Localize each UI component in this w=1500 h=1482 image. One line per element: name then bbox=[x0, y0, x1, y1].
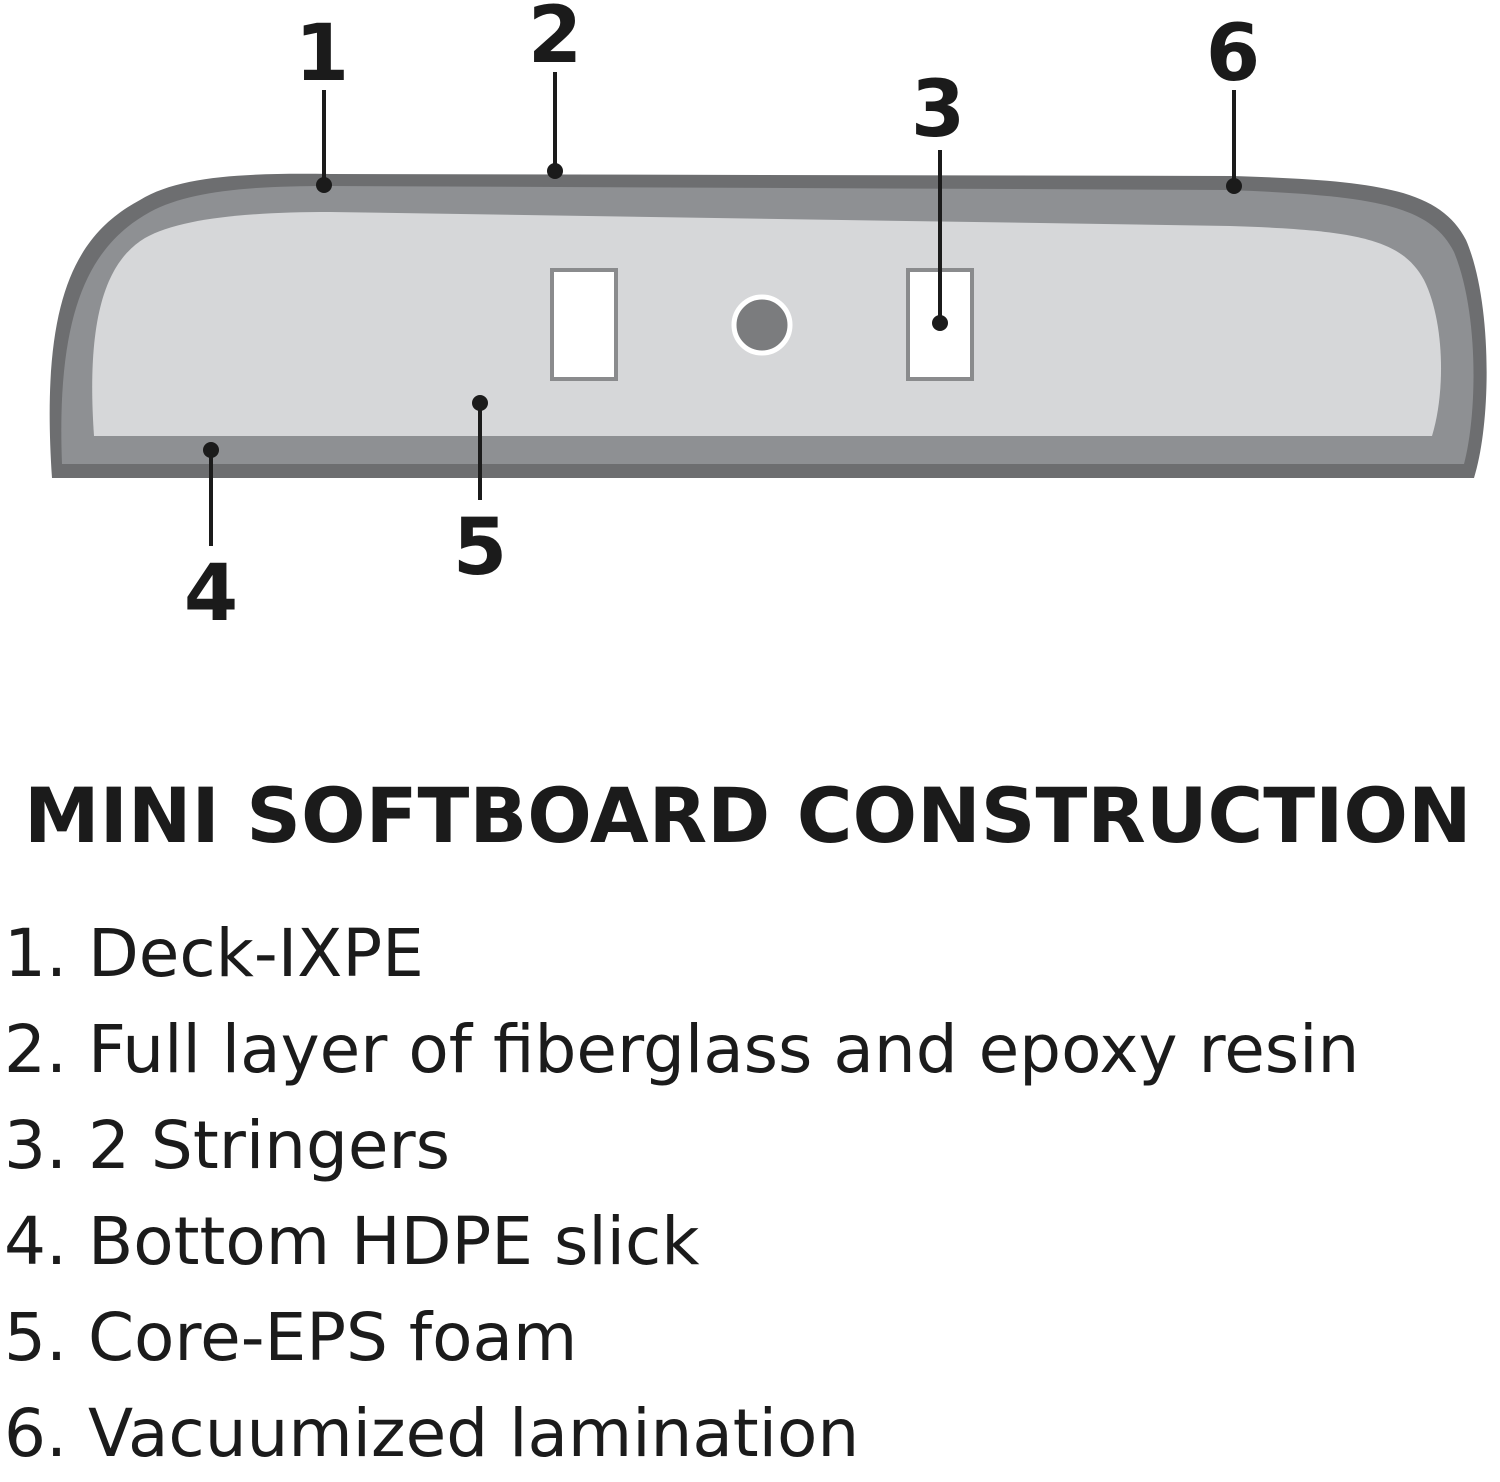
callout-3-dot bbox=[932, 315, 948, 331]
callout-6-dot bbox=[1226, 178, 1242, 194]
callout-3: 3 bbox=[911, 65, 965, 155]
legend-item-3: 3. 2 Stringers bbox=[4, 1107, 451, 1184]
callout-1-dot bbox=[316, 177, 332, 193]
diagram-title: MINI SOFTBOARD CONSTRUCTION bbox=[24, 771, 1472, 860]
callout-5: 5 bbox=[453, 503, 507, 593]
legend-item-5: 5. Core-EPS foam bbox=[4, 1299, 578, 1376]
legend-item-4: 4. Bottom HDPE slick bbox=[4, 1203, 700, 1280]
center-plug bbox=[731, 294, 793, 356]
board-cross-section-diagram: 1 2 3 6 4 5 bbox=[49, 0, 1487, 639]
legend-list: 1. Deck-IXPE 2. Full layer of fiberglass… bbox=[4, 906, 1359, 1482]
stringer-left bbox=[550, 268, 618, 381]
legend-item-6: 6. Vacuumized lamination bbox=[4, 1395, 860, 1472]
callout-4: 4 bbox=[184, 549, 238, 639]
callout-1: 1 bbox=[295, 9, 349, 99]
legend-item-2: 2. Full layer of fiberglass and epoxy re… bbox=[4, 1011, 1360, 1088]
callout-2: 2 bbox=[528, 0, 582, 81]
callout-2-dot bbox=[547, 163, 563, 179]
legend-item-1: 1. Deck-IXPE bbox=[4, 915, 424, 992]
callout-6: 6 bbox=[1206, 9, 1260, 99]
